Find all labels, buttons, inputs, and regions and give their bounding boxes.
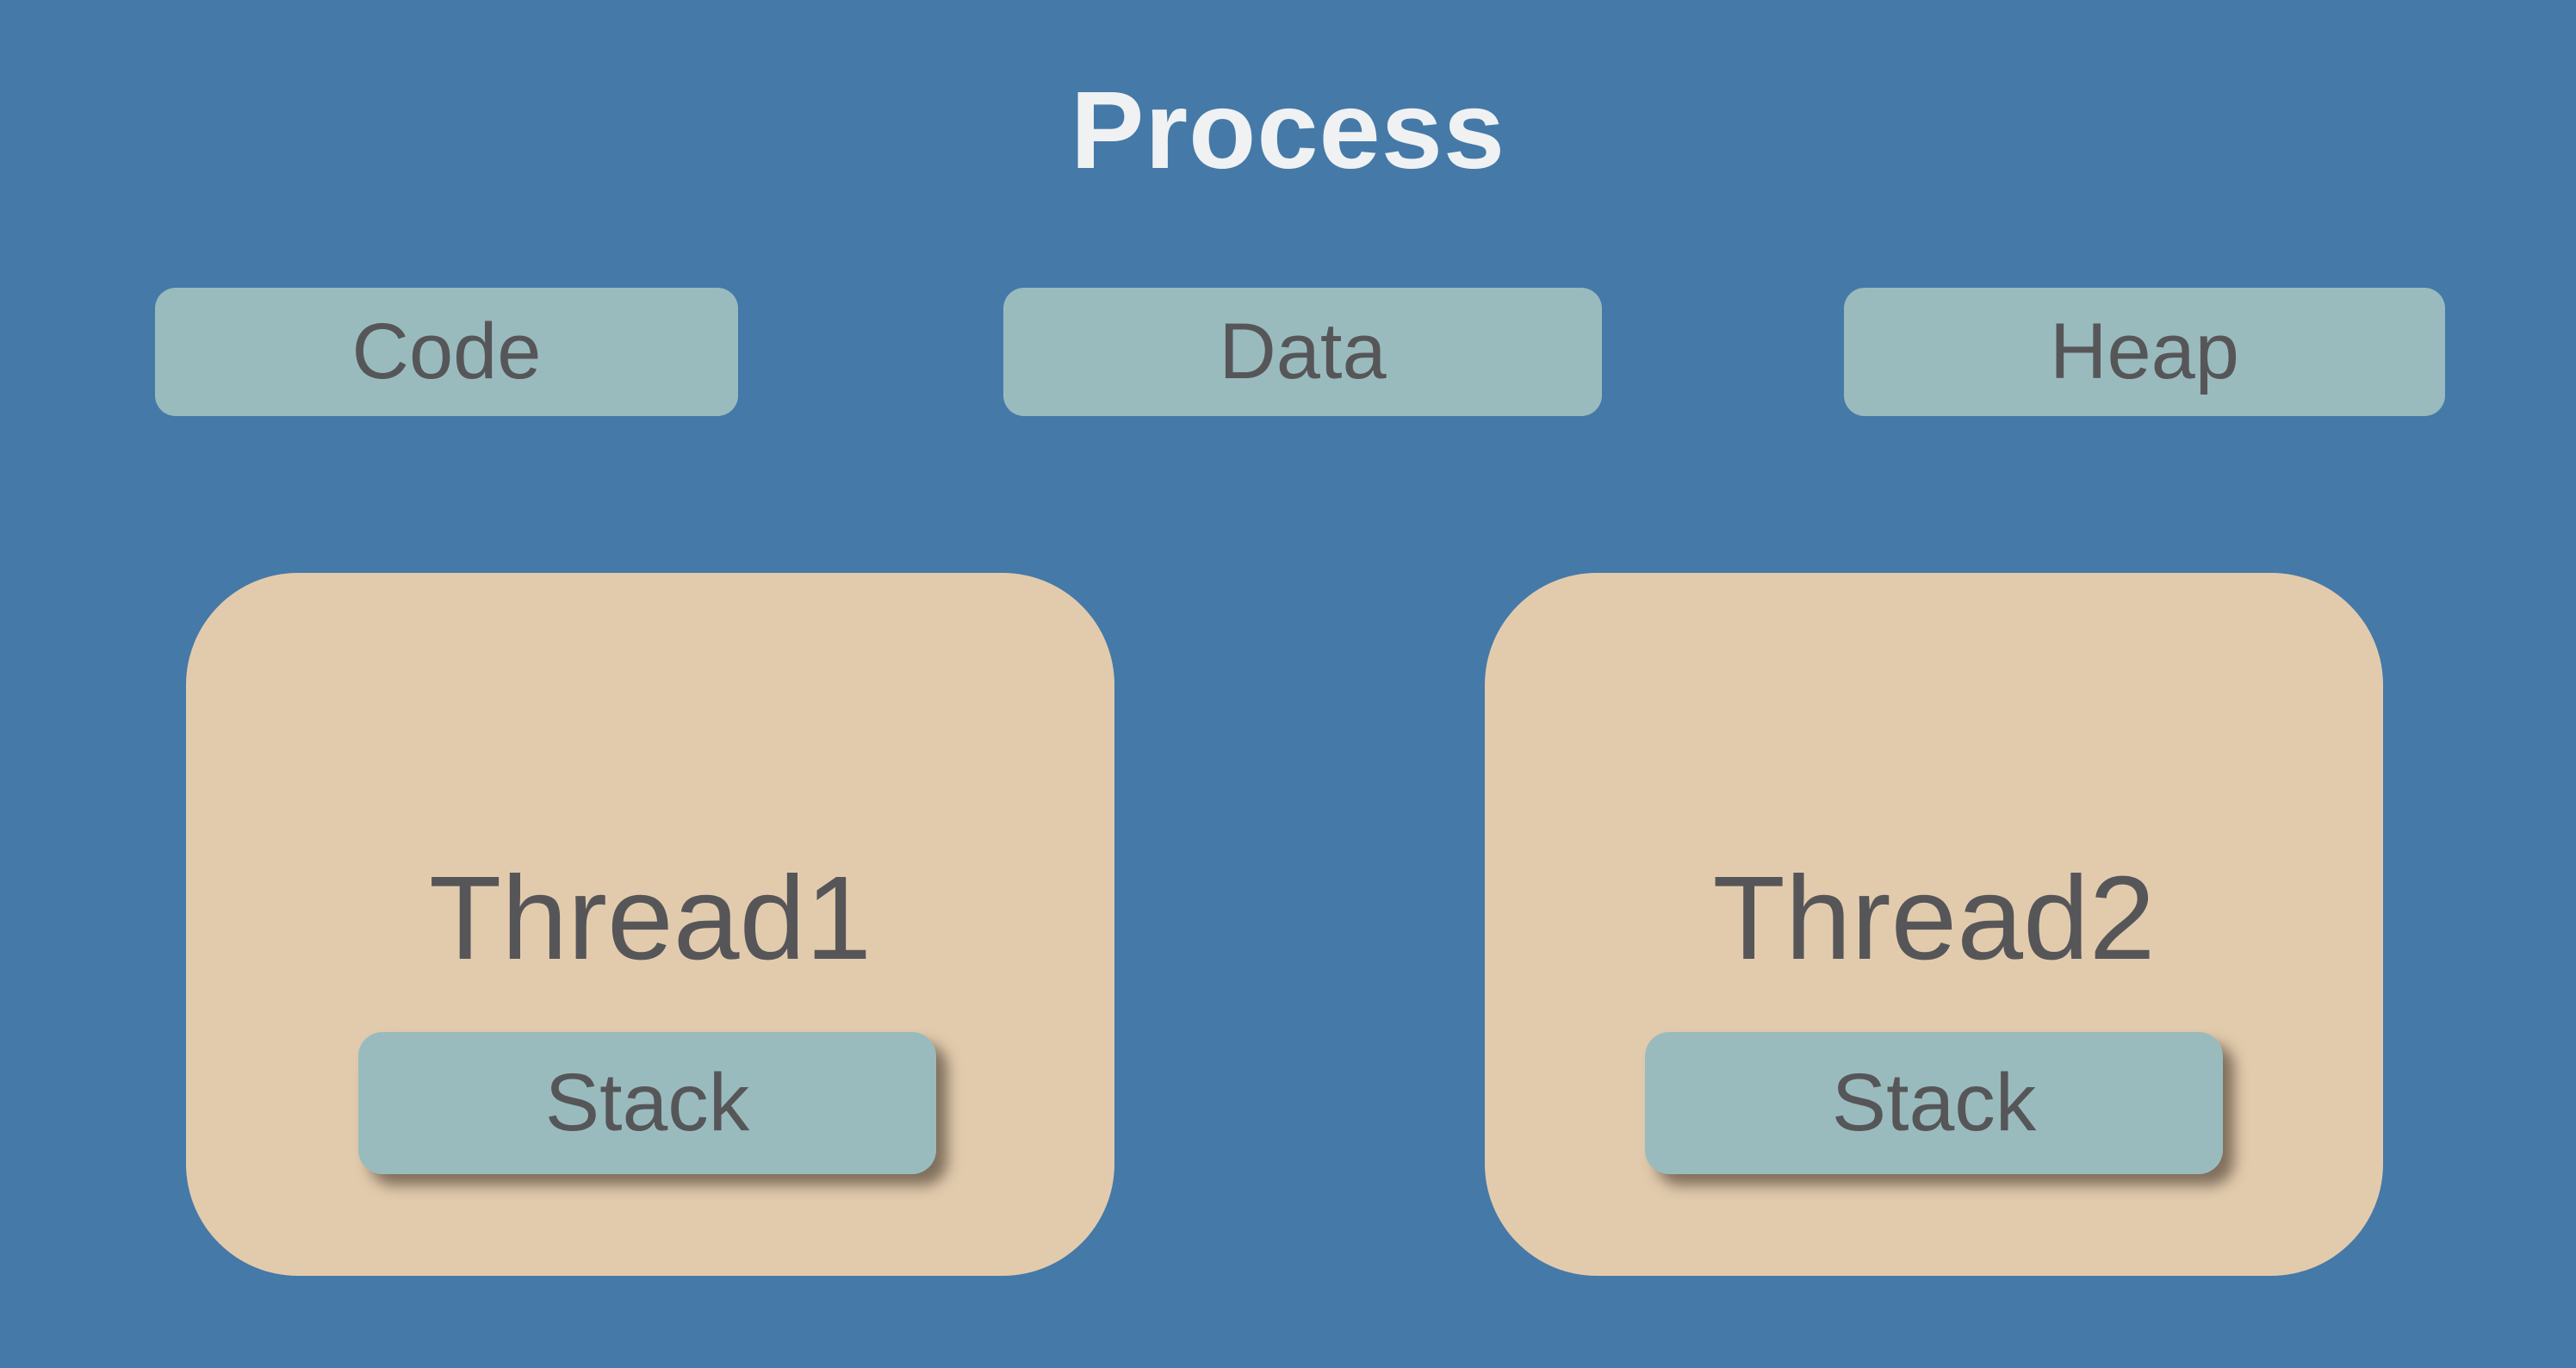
- memory-box-code-label: Code: [351, 308, 542, 395]
- memory-box-heap: Heap: [1844, 288, 2445, 416]
- memory-box-code: Code: [155, 288, 738, 416]
- thread1-box: Thread1 Stack: [186, 573, 1114, 1276]
- thread2-stack-box: Stack: [1645, 1032, 2223, 1174]
- thread2-box: Thread2 Stack: [1485, 573, 2383, 1276]
- thread1-stack-label: Stack: [544, 1057, 750, 1148]
- thread2-stack-label: Stack: [1831, 1057, 2037, 1148]
- memory-box-data-label: Data: [1219, 308, 1387, 395]
- thread1-stack-box: Stack: [358, 1032, 936, 1174]
- thread2-label: Thread2: [1712, 852, 2156, 985]
- page-title: Process: [1070, 69, 1506, 192]
- memory-box-data: Data: [1003, 288, 1602, 416]
- memory-box-heap-label: Heap: [2050, 308, 2239, 395]
- thread1-label: Thread1: [429, 852, 872, 985]
